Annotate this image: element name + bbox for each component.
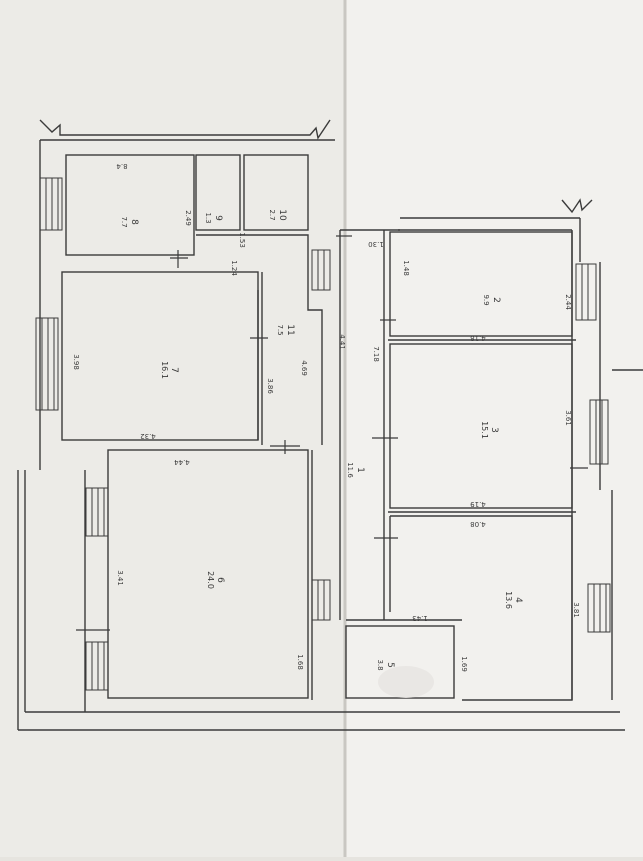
room-7-area: 16.1 [160, 361, 169, 379]
dim-label: 4.08 [470, 520, 486, 528]
erasure-smudge [378, 666, 434, 698]
room-4-area: 13.6 [504, 591, 513, 609]
room-2-number: 2 [491, 297, 501, 303]
left-page [0, 0, 345, 857]
dim-label: 3.61 [564, 410, 572, 426]
room-9-area: 1.3 [204, 212, 212, 223]
window-room4 [587, 583, 611, 633]
dim-label: 1.48 [402, 260, 410, 276]
dim-label: 4.18 [470, 334, 486, 342]
room-8-number: 8 [129, 219, 139, 225]
dim-label: 3.41 [116, 570, 124, 586]
room-2-area: 9.9 [482, 294, 490, 305]
dimension-labels: 2.49 1.53 1.24 3.98 3.86 4.69 4.41 4.32 … [72, 162, 580, 672]
room-5-area: 3.8 [376, 659, 384, 670]
dim-label: 1.24 [230, 260, 238, 276]
window-room6-upper [85, 487, 109, 537]
dim-label: 1.53 [238, 232, 246, 248]
dim-label: 4.69 [300, 360, 308, 376]
dim-label: 7.18 [372, 346, 380, 362]
break-mark-right [561, 198, 593, 214]
dim-label: 2.49 [184, 210, 192, 226]
window-room8 [39, 177, 63, 231]
room-labels: 87.7 91.3 102.7 716.1 117.5 624.0 29.9 3… [120, 209, 523, 670]
window-room2 [575, 263, 597, 321]
door-ticks [76, 235, 588, 631]
window-corridor [311, 249, 331, 291]
room-8-area: 7.7 [120, 216, 128, 227]
walls [17, 119, 643, 731]
room-1-area: 11.6 [346, 462, 354, 478]
room-6-area: 24.0 [206, 571, 215, 589]
dim-label: 2.44 [564, 294, 572, 310]
window-room3 [589, 399, 609, 465]
corner-mark: 8.4 [116, 162, 128, 170]
room-11-number: 11 [285, 324, 295, 335]
window-room7 [35, 317, 59, 411]
dim-label: 4.32 [140, 432, 156, 440]
dim-label: 3.98 [72, 354, 80, 370]
dim-label: 3.86 [266, 378, 274, 394]
right-page [345, 0, 643, 857]
room-3-number: 3 [489, 427, 499, 433]
room-9-number: 9 [213, 215, 223, 221]
dim-label: 4.44 [174, 458, 190, 466]
room-1-number: 1 [355, 467, 365, 473]
room-4-number: 4 [513, 597, 523, 603]
room-7-number: 7 [169, 367, 179, 373]
break-mark-top [39, 119, 331, 140]
dim-label: 4.19 [470, 500, 486, 508]
room-10-area: 2.7 [268, 209, 276, 220]
dim-label: 1.68 [296, 654, 304, 670]
dim-label: 1.43 [412, 614, 428, 622]
room-3-area: 15.1 [480, 421, 489, 439]
window-room6-right [311, 579, 331, 621]
windows [35, 177, 611, 691]
room-11-area: 7.5 [276, 324, 284, 335]
dim-label: 1.30 [368, 240, 384, 248]
dim-label: 3.81 [572, 602, 580, 618]
room-6-number: 6 [215, 577, 225, 583]
window-room6-lower [85, 641, 109, 691]
dim-label: 1.69 [460, 656, 468, 672]
dim-label: 4.41 [338, 334, 346, 350]
room-5-number: 5 [385, 662, 395, 668]
room-10-number: 10 [277, 209, 287, 221]
